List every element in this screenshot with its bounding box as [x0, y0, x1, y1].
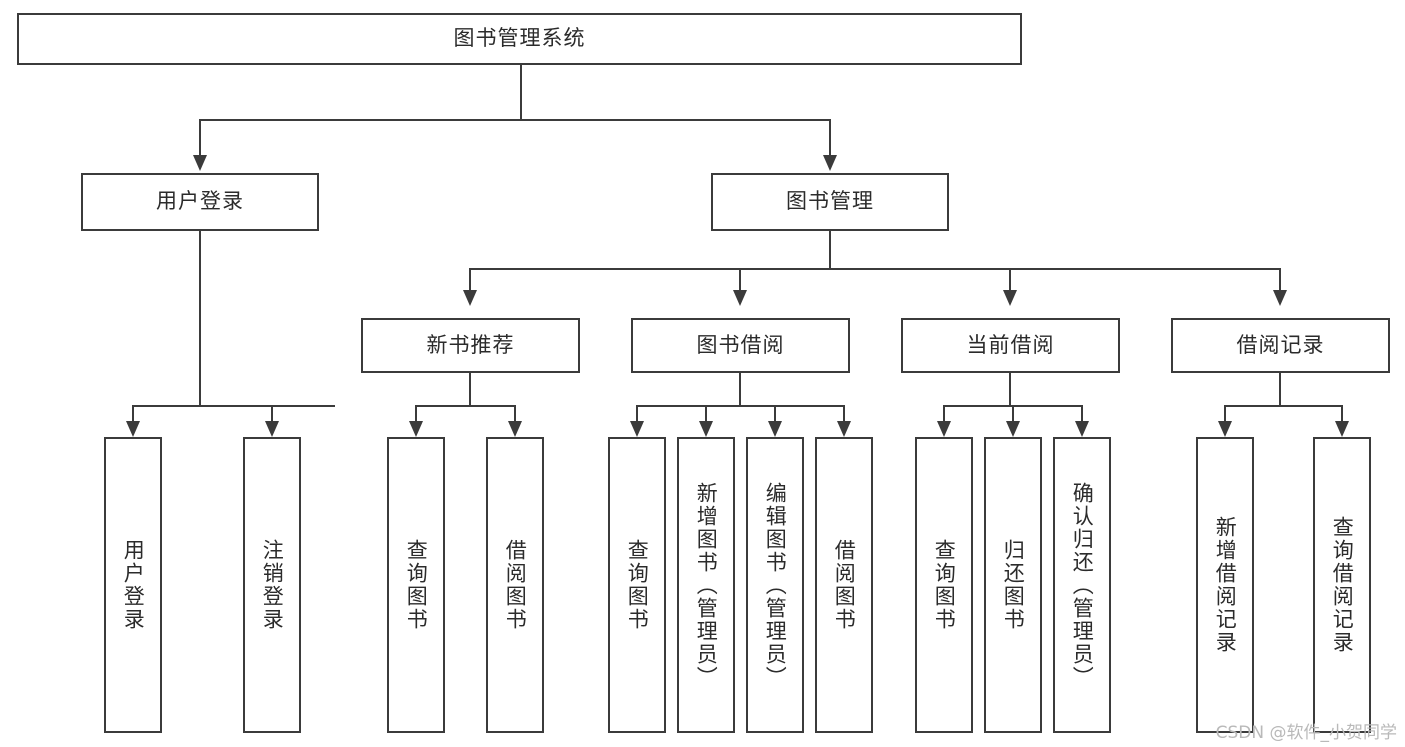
connector-current-drop-1: [943, 405, 945, 423]
connector-records-drop-1: [1224, 405, 1226, 423]
node-book-management[interactable]: 图书管理: [711, 173, 949, 231]
leaf-borrow-edit-book-admin[interactable]: 编辑图书（管理员）: [746, 437, 804, 733]
arrow-bookmgmt-to-borrow: [733, 290, 747, 306]
node-label: 借阅记录: [1236, 332, 1325, 357]
node-current-borrow[interactable]: 当前借阅: [901, 318, 1120, 373]
node-label: 查询图书: [932, 539, 957, 631]
connector-root-drop-login: [199, 119, 201, 157]
arrow-root-to-login: [193, 155, 207, 171]
connector-root-drop-bookmgmt: [829, 119, 831, 157]
node-label: 用户登录: [121, 539, 146, 631]
arrow-bookmgmt-to-records: [1273, 290, 1287, 306]
connector-bookmgmt-drop-borrow: [739, 268, 741, 292]
connector-records-stem: [1279, 373, 1281, 406]
node-label: 编辑图书（管理员）: [763, 481, 788, 689]
arrow-records-to-leaf-1: [1218, 421, 1232, 437]
node-label: 用户登录: [156, 189, 244, 214]
leaf-current-confirm-return-admin[interactable]: 确认归还（管理员）: [1053, 437, 1111, 733]
node-label: 图书借阅: [696, 332, 785, 357]
node-label: 查询图书: [625, 539, 650, 631]
leaf-user-login[interactable]: 用户登录: [104, 437, 162, 733]
arrow-login-to-leaf-2: [265, 421, 279, 437]
arrow-borrow-to-leaf-2: [699, 421, 713, 437]
leaf-borrow-add-book-admin[interactable]: 新增图书（管理员）: [677, 437, 735, 733]
connector-login-stem: [199, 231, 201, 406]
leaf-current-return-book[interactable]: 归还图书: [984, 437, 1042, 733]
arrow-current-to-leaf-2: [1006, 421, 1020, 437]
node-borrow-records[interactable]: 借阅记录: [1171, 318, 1390, 373]
leaf-records-query-record[interactable]: 查询借阅记录: [1313, 437, 1371, 733]
arrow-bookmgmt-to-newbook: [463, 290, 477, 306]
arrow-bookmgmt-to-current: [1003, 290, 1017, 306]
leaf-newbook-query-book[interactable]: 查询图书: [387, 437, 445, 733]
arrow-records-to-leaf-2: [1335, 421, 1349, 437]
connector-borrow-bus: [636, 405, 844, 407]
connector-current-drop-2: [1012, 405, 1014, 423]
connector-newbook-drop-2: [514, 405, 516, 423]
connector-borrow-drop-4: [843, 405, 845, 423]
node-label: 新书推荐: [426, 332, 515, 357]
leaf-logout[interactable]: 注销登录: [243, 437, 301, 733]
arrow-current-to-leaf-1: [937, 421, 951, 437]
node-label: 查询图书: [404, 539, 429, 631]
connector-bookmgmt-drop-newbook: [469, 268, 471, 292]
arrow-root-to-bookmgmt: [823, 155, 837, 171]
csdn-watermark: CSDN @软件_小贺同学: [1215, 723, 1397, 743]
arrow-newbook-to-leaf-1: [409, 421, 423, 437]
node-label: 新增借阅记录: [1213, 516, 1238, 654]
node-label: 归还图书: [1001, 539, 1026, 631]
connector-records-bus: [1224, 405, 1342, 407]
node-label: 图书管理系统: [453, 26, 586, 51]
connector-current-stem: [1009, 373, 1011, 406]
arrow-newbook-to-leaf-2: [508, 421, 522, 437]
node-label: 查询借阅记录: [1330, 516, 1355, 654]
connector-borrow-drop-2: [705, 405, 707, 423]
node-root-library-system[interactable]: 图书管理系统: [17, 13, 1022, 65]
arrow-borrow-to-leaf-3: [768, 421, 782, 437]
connector-root-bus: [199, 119, 831, 121]
arrow-borrow-to-leaf-1: [630, 421, 644, 437]
node-label: 当前借阅: [966, 332, 1055, 357]
node-user-login[interactable]: 用户登录: [81, 173, 319, 231]
connector-bookmgmt-drop-records: [1279, 268, 1281, 292]
connector-login-bus: [132, 405, 335, 407]
connector-login-drop-1: [132, 405, 134, 423]
arrow-borrow-to-leaf-4: [837, 421, 851, 437]
connector-login-drop-2: [271, 405, 273, 423]
leaf-newbook-borrow-book[interactable]: 借阅图书: [486, 437, 544, 733]
connector-bookmgmt-stem: [829, 231, 831, 269]
connector-borrow-stem: [739, 373, 741, 406]
arrow-login-to-leaf-1: [126, 421, 140, 437]
node-label: 新增图书（管理员）: [694, 481, 719, 689]
node-label: 借阅图书: [832, 539, 857, 631]
node-label: 确认归还（管理员）: [1070, 481, 1095, 689]
node-label: 图书管理: [786, 189, 874, 214]
connector-newbook-drop-1: [415, 405, 417, 423]
connector-bookmgmt-bus: [469, 268, 1281, 270]
connector-current-drop-3: [1081, 405, 1083, 423]
leaf-borrow-borrow-book[interactable]: 借阅图书: [815, 437, 873, 733]
node-label: 注销登录: [260, 539, 285, 631]
connector-borrow-drop-1: [636, 405, 638, 423]
connector-borrow-drop-3: [774, 405, 776, 423]
connector-records-drop-2: [1341, 405, 1343, 423]
connector-newbook-stem: [469, 373, 471, 406]
connector-bookmgmt-drop-current: [1009, 268, 1011, 292]
node-new-book-recommend[interactable]: 新书推荐: [361, 318, 580, 373]
leaf-borrow-query-book[interactable]: 查询图书: [608, 437, 666, 733]
arrow-current-to-leaf-3: [1075, 421, 1089, 437]
connector-newbook-bus: [415, 405, 515, 407]
node-book-borrow[interactable]: 图书借阅: [631, 318, 850, 373]
connector-root-stem: [520, 65, 522, 120]
node-label: 借阅图书: [503, 539, 528, 631]
leaf-records-add-record[interactable]: 新增借阅记录: [1196, 437, 1254, 733]
leaf-current-query-book[interactable]: 查询图书: [915, 437, 973, 733]
